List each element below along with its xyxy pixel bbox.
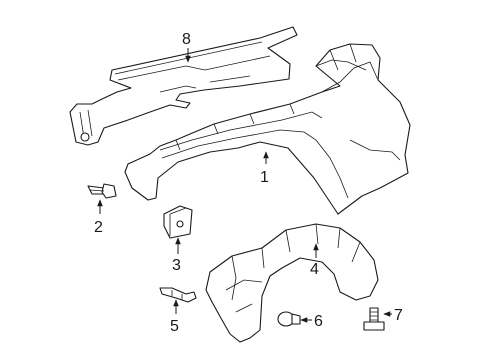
callout-4: 4 xyxy=(310,261,319,278)
retainer-clip-part-6 xyxy=(277,311,301,327)
leader-arrows xyxy=(97,48,392,323)
callout-2: 2 xyxy=(94,219,103,236)
callout-labels: 8 1 2 3 4 5 6 7 xyxy=(94,31,403,335)
fender xyxy=(124,43,411,215)
callout-1: 1 xyxy=(260,169,269,186)
clip-nut-part-3 xyxy=(163,205,193,239)
callout-6: 6 xyxy=(314,313,323,330)
callout-8: 8 xyxy=(182,31,191,48)
callout-7: 7 xyxy=(394,307,403,324)
inner-splash-shield xyxy=(205,223,379,343)
callout-5: 5 xyxy=(170,318,179,335)
callout-3: 3 xyxy=(172,257,181,274)
bolt-part-2 xyxy=(87,183,117,199)
screw-part-7 xyxy=(363,307,385,331)
push-pin-part-5 xyxy=(159,287,197,303)
